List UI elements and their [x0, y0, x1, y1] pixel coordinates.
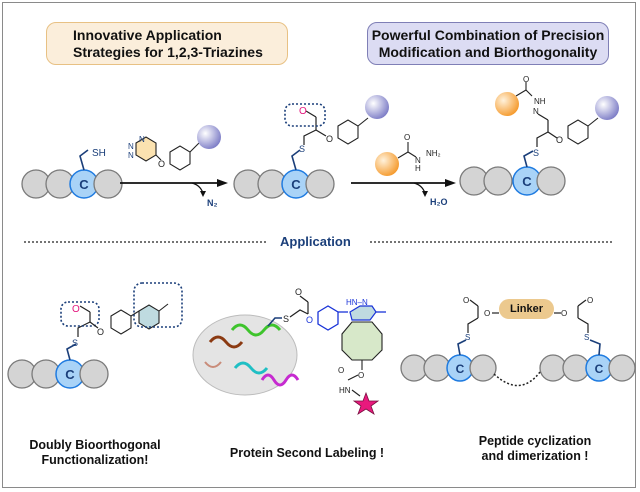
title-box-innovative-application: Innovative Application Strategies for 1,…	[46, 22, 288, 65]
svg-text:HN: HN	[339, 386, 351, 395]
svg-text:H: H	[415, 164, 421, 173]
title-line: Modification and Biorthogonality	[378, 44, 598, 60]
svg-text:N: N	[139, 135, 145, 144]
application-section-label: Application	[280, 234, 351, 249]
svg-text:O: O	[326, 134, 333, 144]
svg-text:O: O	[556, 135, 563, 145]
title-box-powerful-combination: Powerful Combination of Precision Modifi…	[367, 22, 609, 65]
caption-line: and dimerization !	[481, 449, 589, 463]
peptide-chain-intermediate: C S O O	[233, 95, 389, 199]
caption-line: Protein Second Labeling !	[229, 446, 385, 460]
panel-protein-labeling: S O O HN–N O O HN	[192, 287, 386, 415]
title-line: Powerful Combination of Precision	[371, 27, 605, 43]
svg-text:O: O	[306, 315, 313, 325]
caption-line: Doubly Bioorthogonal	[29, 438, 161, 452]
caption-peptide-cyclization: Peptide cyclization and dimerization !	[470, 434, 600, 464]
caption-line: Peptide cyclization	[478, 434, 592, 448]
svg-text:C: C	[456, 362, 465, 376]
svg-text:C: C	[522, 174, 532, 189]
svg-text:O: O	[404, 133, 410, 142]
hydrazide-reagent: O N H NH₂	[375, 133, 441, 176]
svg-text:N: N	[533, 107, 539, 116]
svg-text:O: O	[561, 309, 567, 318]
svg-text:O: O	[484, 309, 490, 318]
svg-text:S: S	[465, 333, 470, 342]
payload-sphere-orange	[375, 152, 399, 176]
svg-text:O: O	[523, 75, 529, 84]
triazine-reagent: N N N O	[128, 125, 221, 171]
payload-sphere-purple	[197, 125, 221, 149]
byproduct-n2: N₂	[207, 198, 218, 208]
cyclooctene-ring	[341, 321, 383, 361]
svg-text:O: O	[72, 304, 80, 315]
svg-text:HN–N: HN–N	[346, 298, 368, 307]
aldehyde-oxygen: O	[299, 106, 307, 117]
reaction-arrow-2: H₂O	[351, 179, 456, 207]
byproduct-h2o: H₂O	[430, 197, 448, 207]
svg-text:S: S	[533, 148, 539, 158]
caption-protein-labeling: Protein Second Labeling !	[222, 446, 392, 461]
pyridazine-ring	[349, 305, 377, 321]
caption-doubly-bioorthogonal: Doubly Bioorthogonal Functionalization!	[28, 438, 162, 468]
svg-text:N: N	[128, 151, 134, 160]
thiol-label: SH	[92, 148, 106, 159]
svg-text:S: S	[584, 333, 589, 342]
svg-text:N: N	[415, 156, 421, 165]
svg-text:NH₂: NH₂	[426, 149, 441, 158]
svg-text:S: S	[72, 338, 78, 348]
title-line: Innovative Application	[73, 27, 222, 43]
svg-text:C: C	[291, 177, 301, 192]
linker-pill: Linker	[499, 299, 554, 319]
svg-text:O: O	[338, 366, 344, 375]
svg-text:NH: NH	[534, 97, 546, 106]
tetrazine-highlight-box	[133, 282, 183, 328]
figure-frame	[2, 2, 636, 488]
svg-text:N: N	[128, 142, 134, 151]
svg-text:S: S	[283, 314, 289, 324]
svg-text:O: O	[358, 371, 364, 380]
svg-text:O: O	[97, 327, 104, 337]
aldehyde-highlight-box	[284, 103, 326, 127]
caption-line: Functionalization!	[41, 453, 149, 467]
tetrazine-ring	[138, 304, 160, 330]
panel-peptide-cyclization: C C S O O O O S	[400, 296, 636, 387]
panel-doubly-bioorthogonal: C S O O	[7, 282, 183, 389]
cyclization-loop	[493, 371, 541, 387]
svg-text:C: C	[65, 367, 75, 382]
svg-text:O: O	[463, 296, 469, 305]
title-line: Strategies for 1,2,3-Triazines	[73, 44, 263, 60]
svg-text:O: O	[295, 287, 302, 297]
star-label-icon	[352, 391, 380, 415]
reaction-arrow-1: N₂	[120, 179, 228, 208]
cysteine-label: C	[79, 177, 89, 192]
peptide-chain-start: C SH	[21, 148, 123, 199]
svg-text:C: C	[595, 362, 604, 376]
peptide-chain-product: C S N NH O O	[459, 75, 619, 196]
svg-text:O: O	[587, 296, 593, 305]
svg-text:O: O	[158, 159, 165, 169]
svg-text:S: S	[299, 144, 305, 154]
